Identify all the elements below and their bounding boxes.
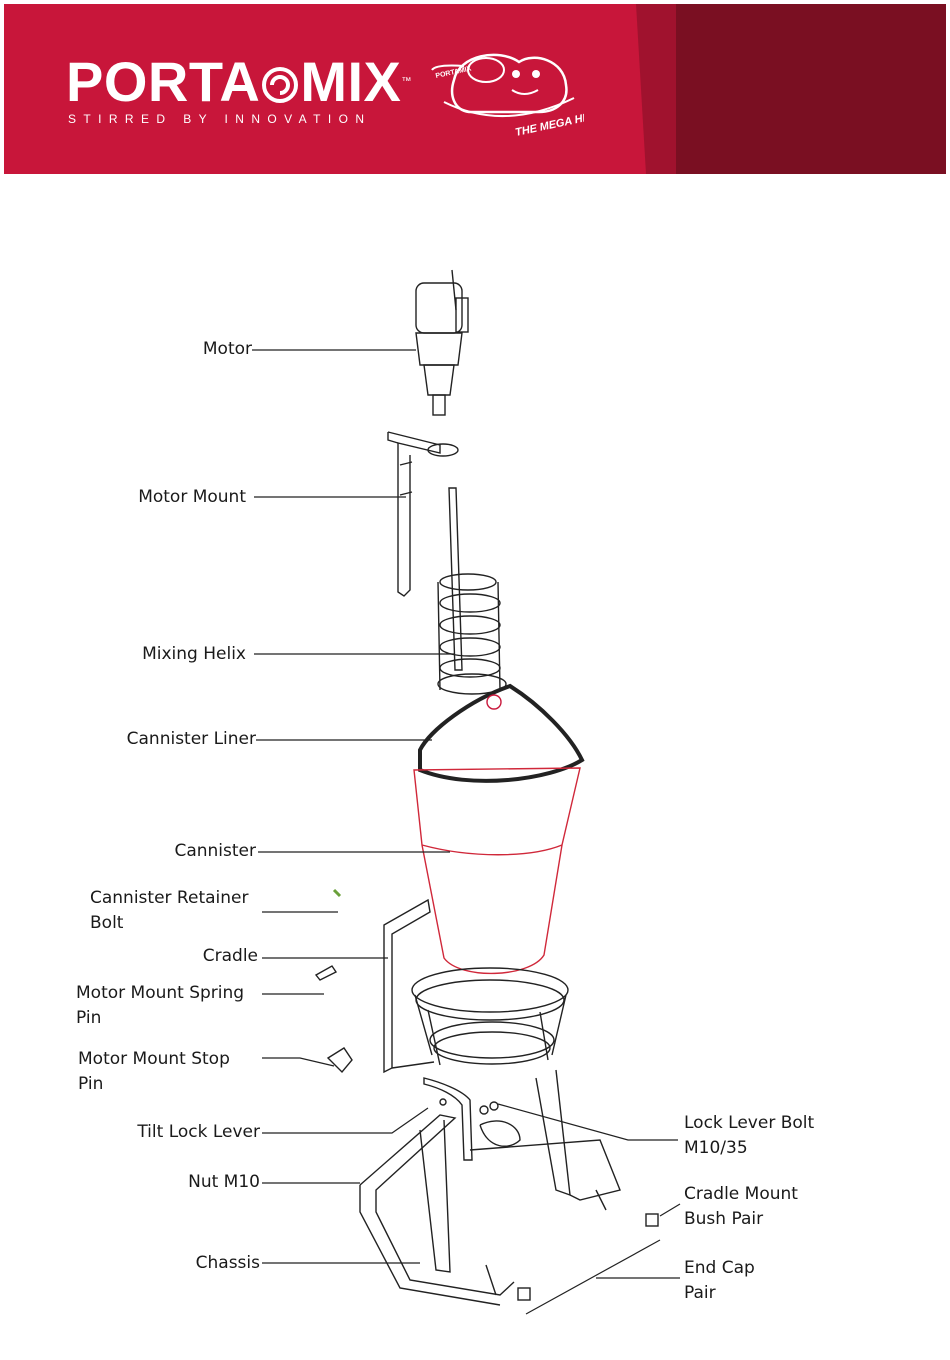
mixing-helix-part: [438, 488, 506, 694]
label-nut-m10: Nut M10: [188, 1170, 260, 1195]
label-motor: Motor: [203, 337, 252, 362]
lock-bolt-part: [480, 1106, 488, 1114]
motor-part: [416, 270, 468, 415]
label-mixing-helix: Mixing Helix: [142, 642, 246, 667]
tilt-lock-lever-part: [424, 1078, 472, 1160]
leader-lines: [252, 350, 680, 1314]
stop-pin-part: [328, 1048, 352, 1072]
label-chassis: Chassis: [196, 1251, 260, 1276]
cradle-part: [384, 900, 568, 1072]
label-cannister-retainer-bolt: Cannister Retainer Bolt: [90, 886, 248, 936]
label-end-cap-pair: End Cap Pair: [684, 1256, 755, 1306]
label-cannister: Cannister: [174, 839, 256, 864]
retainer-bolt-part: [334, 890, 340, 896]
bush-part: [646, 1214, 658, 1226]
motor-mount-part: [388, 432, 458, 596]
spring-pin-part: [316, 966, 336, 980]
label-cannister-liner: Cannister Liner: [127, 727, 256, 752]
end-cap-part: [518, 1288, 530, 1300]
label-tilt-lock-lever: Tilt Lock Lever: [137, 1120, 260, 1145]
cannister-liner-part: [420, 686, 582, 781]
label-motor-mount-spring-pin: Motor Mount Spring Pin: [76, 981, 244, 1031]
label-cradle-mount-bush-pair: Cradle Mount Bush Pair: [684, 1182, 798, 1232]
nut-part: [440, 1099, 446, 1105]
cannister-part: [414, 768, 580, 973]
label-motor-mount: Motor Mount: [138, 485, 246, 510]
label-motor-mount-stop-pin: Motor Mount Stop Pin: [78, 1047, 230, 1097]
label-lock-lever-bolt: Lock Lever Bolt M10/35: [684, 1111, 814, 1161]
label-cradle: Cradle: [203, 944, 258, 969]
